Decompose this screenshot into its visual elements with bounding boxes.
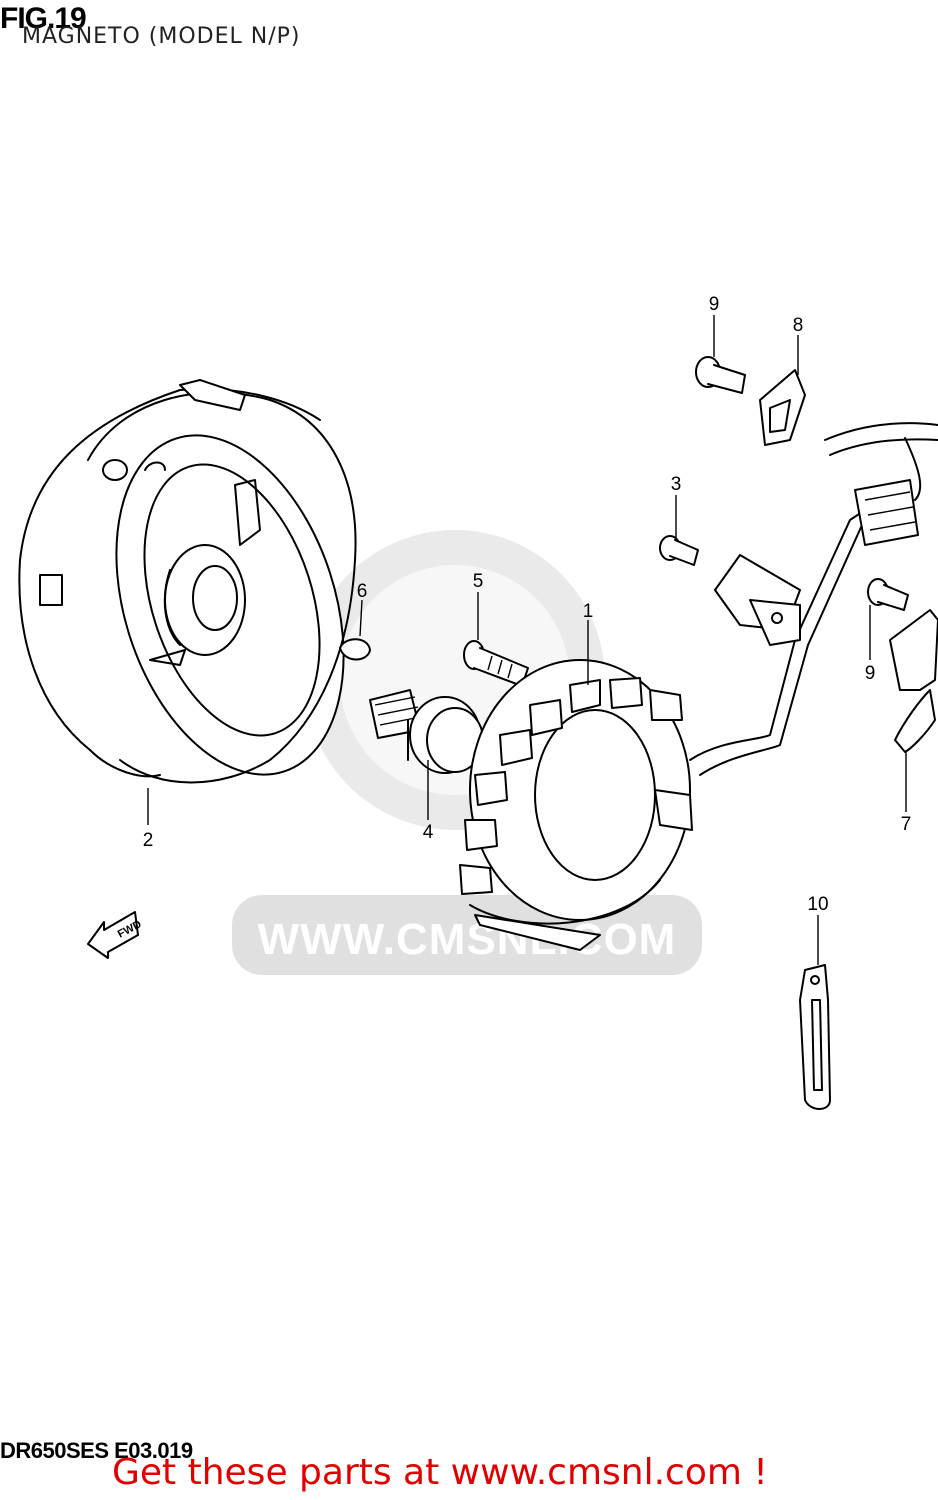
wire-clamp-part bbox=[889, 609, 938, 753]
watermark-text: WWW.CMSNL.COM bbox=[258, 915, 677, 964]
callout-8: 8 bbox=[793, 315, 804, 336]
stator-assembly-part bbox=[459, 659, 693, 951]
callout-9-top: 9 bbox=[709, 294, 720, 315]
callout-4: 4 bbox=[423, 822, 434, 843]
callout-3: 3 bbox=[671, 474, 682, 495]
fwd-arrow: FWD bbox=[87, 911, 144, 959]
callout-9-right: 9 bbox=[865, 663, 876, 684]
rotor-bolt-part bbox=[369, 689, 484, 774]
clamp-part bbox=[759, 369, 806, 446]
stator-screw-part bbox=[463, 640, 529, 687]
callout-7: 7 bbox=[901, 814, 912, 835]
figure-number: FIG.19 bbox=[0, 2, 87, 35]
figure-title: MAGNETO (MODEL N/P) bbox=[22, 24, 301, 49]
get-parts-link[interactable]: Get these parts at www.cmsnl.com ! bbox=[112, 1452, 768, 1493]
callout-10: 10 bbox=[807, 894, 828, 915]
strap-part bbox=[799, 964, 831, 1110]
callout-2: 2 bbox=[143, 830, 154, 851]
pickup-coil-part bbox=[659, 535, 801, 646]
key-part bbox=[339, 638, 371, 661]
wiring-harness-part bbox=[689, 422, 938, 776]
flywheel-rotor-part bbox=[18, 379, 357, 784]
screw-part-top bbox=[695, 356, 746, 394]
drawing-code: DR650SES E03.019 bbox=[0, 1438, 193, 1463]
leader-lines bbox=[147, 315, 907, 965]
callout-6: 6 bbox=[357, 581, 368, 602]
callout-numbers: 1 2 3 4 5 6 7 8 9 9 10 bbox=[143, 294, 912, 915]
callout-1: 1 bbox=[583, 601, 594, 622]
screw-part-right bbox=[867, 578, 909, 611]
callout-5: 5 bbox=[473, 571, 484, 592]
